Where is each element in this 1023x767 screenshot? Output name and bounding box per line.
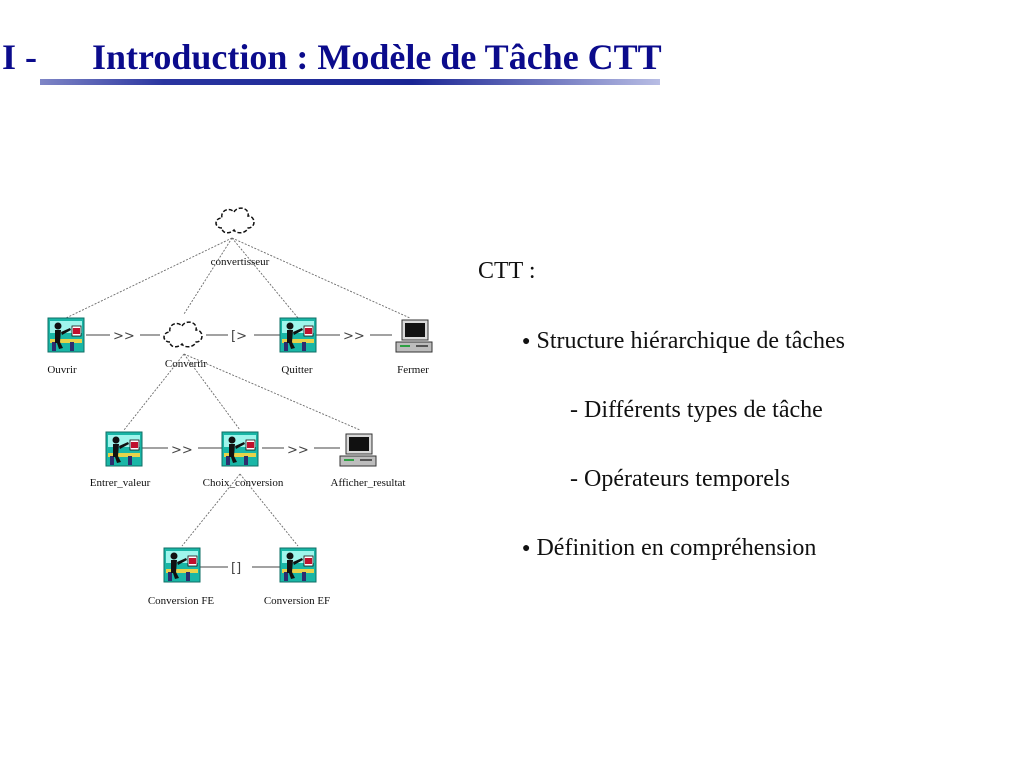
bullet-item: ● Structure hiérarchique de tâches — [522, 328, 845, 355]
ctt-heading: CTT : — [478, 258, 536, 284]
slide-header: I - Introduction : Modèle de Tâche CTT — [0, 30, 800, 90]
node-label-choix-conversion: Choix_conversion — [202, 477, 284, 489]
enabling-operator-3: >> — [171, 443, 193, 458]
node-label-convertisseur: convertisseur — [210, 256, 270, 268]
ouvrir-user-icon — [47, 317, 85, 353]
title-underline — [40, 79, 660, 85]
ctt-task-tree-diagram: >> [> >> >> >> [] convertisseur Ouvrir C… — [0, 190, 460, 620]
disabling-operator: [> — [231, 329, 247, 344]
conversion-ef-user-icon — [279, 547, 317, 583]
afficher-resultat-application-icon — [339, 433, 377, 467]
node-label-conversion-ef: Conversion EF — [263, 595, 331, 607]
sub-item: - Différents types de tâche — [570, 397, 823, 423]
node-label-fermer: Fermer — [397, 364, 429, 376]
entrer-valeur-user-icon — [105, 431, 143, 467]
choix-conversion-user-icon — [221, 431, 259, 467]
bullet-text: Structure hiérarchique de tâches — [536, 328, 845, 354]
enabling-operator-1: >> — [113, 329, 135, 344]
enabling-operator-4: >> — [287, 443, 309, 458]
enabling-operator-2: >> — [343, 329, 365, 344]
node-label-convertir: Convertir — [164, 358, 208, 370]
node-label-entrer-valeur: Entrer_valeur — [89, 477, 151, 489]
section-number: I - — [2, 37, 37, 77]
node-label-quitter: Quitter — [281, 364, 313, 376]
sub-item: - Opérateurs temporels — [570, 466, 790, 492]
node-label-afficher-resultat: Afficher_resultat — [330, 477, 406, 489]
choice-operator: [] — [231, 561, 241, 576]
bullet-dot-icon: ● — [522, 334, 531, 349]
slide-title: Introduction : Modèle de Tâche CTT — [92, 37, 662, 77]
bullet-text: Définition en compréhension — [536, 535, 817, 561]
quitter-user-icon — [279, 317, 317, 353]
conversion-fe-user-icon — [163, 547, 201, 583]
fermer-application-icon — [395, 319, 433, 353]
tree-edges — [65, 237, 411, 547]
node-label-conversion-fe: Conversion FE — [147, 595, 215, 607]
bullet-dot-icon: ● — [522, 541, 531, 556]
node-label-ouvrir: Ouvrir — [47, 364, 77, 376]
convertir-abstract-icon — [163, 321, 203, 348]
bullet-item: ● Définition en compréhension — [522, 535, 816, 562]
convertisseur-abstract-icon — [215, 207, 255, 234]
